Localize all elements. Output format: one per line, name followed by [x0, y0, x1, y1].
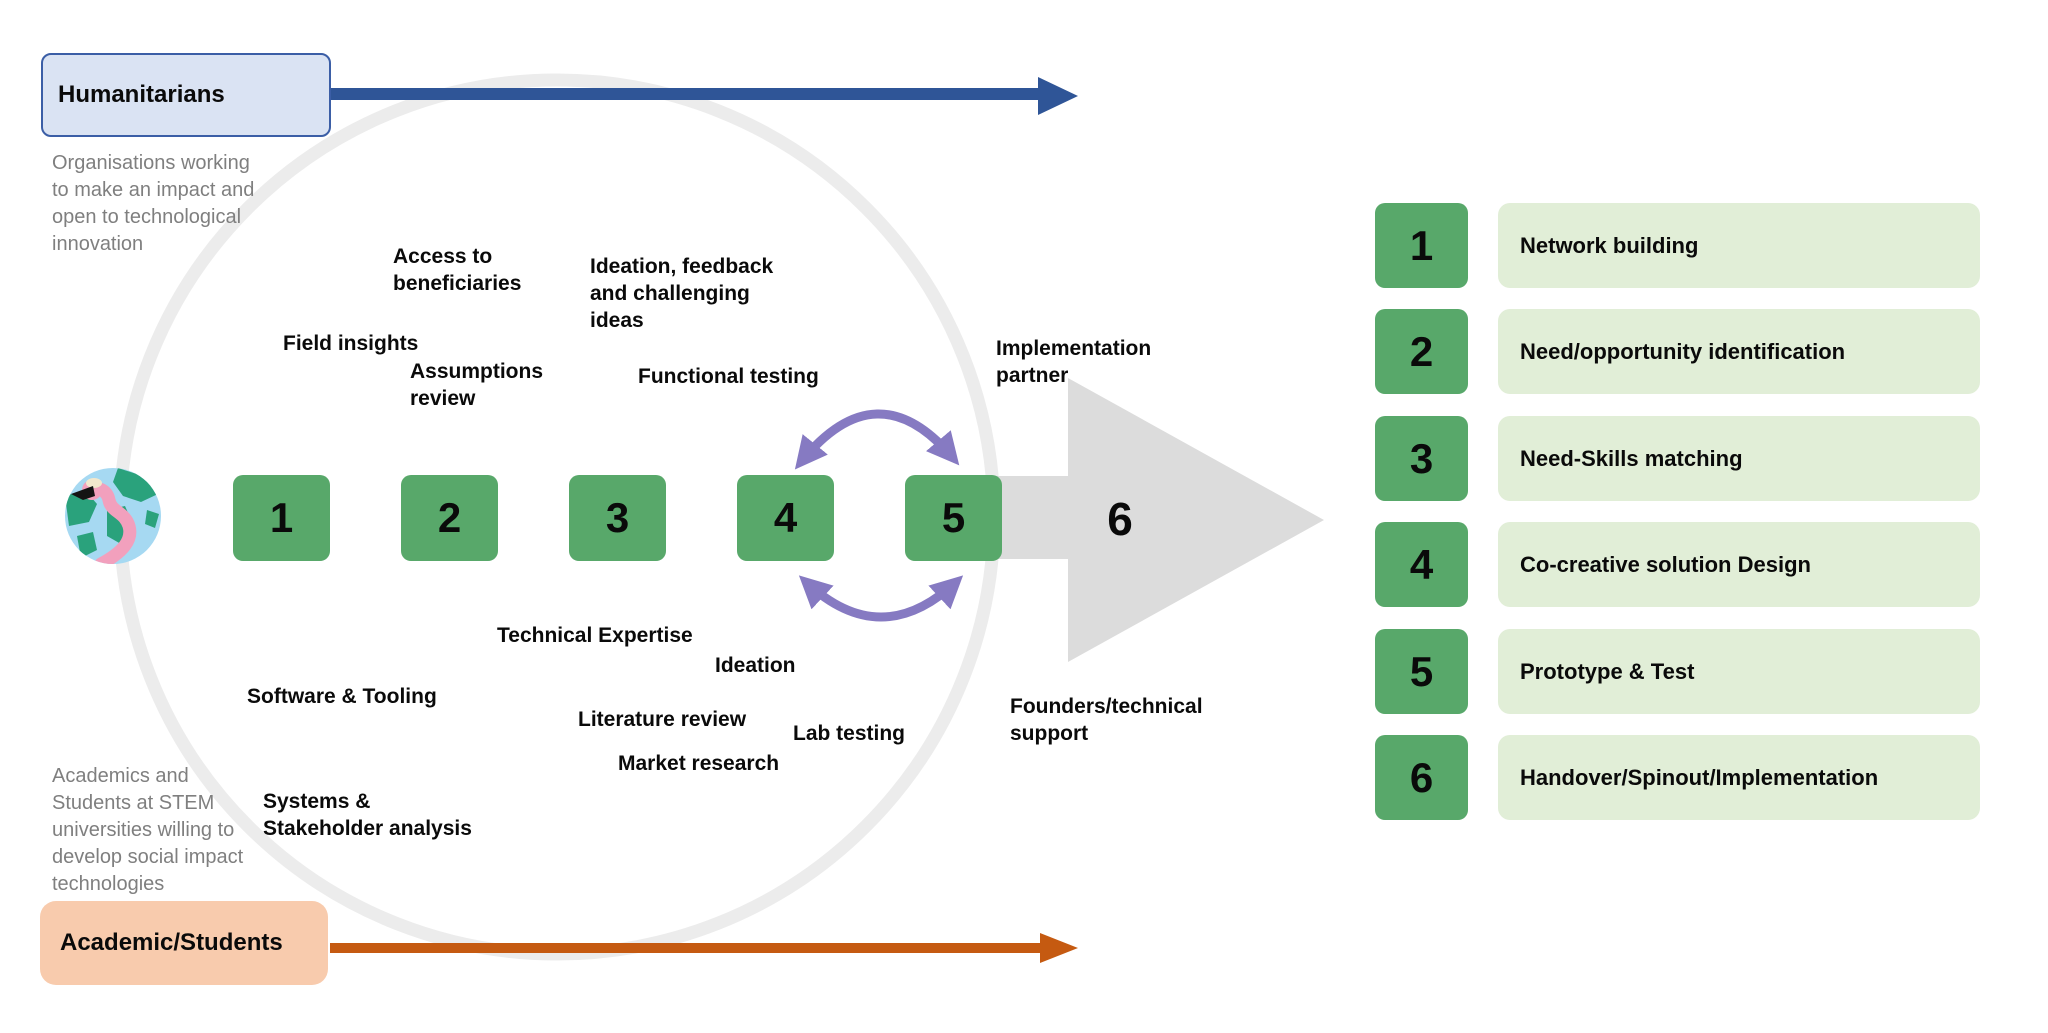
academics-box: Academic/Students	[40, 901, 328, 985]
step-5-box: 5	[905, 475, 1002, 561]
step-4-box: 4	[737, 475, 834, 561]
academics-label: Academic/Students	[60, 929, 283, 956]
annotation-founders-support: Founders/technical support	[1010, 695, 1203, 745]
annotation-systems-stakeholder: Systems & Stakeholder analysis	[263, 790, 472, 840]
humanitarians-box: Humanitarians	[41, 53, 331, 137]
humanitarians-label: Humanitarians	[58, 81, 225, 108]
humanitarians-arrow	[331, 77, 1078, 115]
legend-number-box: 6	[1375, 735, 1468, 820]
step-3-box: 3	[569, 475, 666, 561]
legend-number-box: 2	[1375, 309, 1468, 394]
humanitarians-description: Organisations working to make an impact …	[52, 152, 255, 255]
step-1-box: 1	[233, 475, 330, 561]
annotation-lab-testing: Lab testing	[793, 722, 906, 745]
legend-number-box: 3	[1375, 416, 1468, 501]
annotation-market-research: Market research	[618, 752, 780, 775]
annotation-ideation-feedback: Ideation, feedback and challenging ideas	[590, 255, 774, 332]
iterate-arrow-bottom	[798, 575, 964, 622]
legend-label-box: Prototype & Test	[1498, 629, 1980, 714]
annotation-ideation: Ideation	[715, 654, 796, 677]
legend-label-box: Need-Skills matching	[1498, 416, 1980, 501]
annotation-access-to-beneficiaries: Access to beneficiaries	[393, 245, 522, 295]
annotation-technical-expertise: Technical Expertise	[497, 624, 693, 647]
annotation-functional-testing: Functional testing	[638, 365, 819, 388]
stage6-arrow	[958, 378, 1324, 662]
annotation-field-insights: Field insights	[283, 332, 419, 355]
legend-number-box: 1	[1375, 203, 1468, 288]
step-2-box: 2	[401, 475, 498, 561]
annotation-implementation-partner: Implementation partner	[996, 337, 1152, 387]
legend-label-box: Handover/Spinout/Implementation	[1498, 735, 1980, 820]
flamingo-globe-logo	[65, 468, 161, 564]
academics-description: Academics and Students at STEM universit…	[52, 765, 244, 895]
iterate-arrow-top	[794, 409, 960, 470]
step-6-label: 6	[1107, 493, 1133, 545]
legend-label-box: Co-creative solution Design	[1498, 522, 1980, 607]
annotation-software-tooling: Software & Tooling	[247, 685, 437, 708]
legend-label-box: Need/opportunity identification	[1498, 309, 1980, 394]
legend-number-box: 5	[1375, 629, 1468, 714]
annotation-literature-review: Literature review	[578, 708, 747, 731]
annotation-assumptions-review: Assumptions review	[410, 360, 544, 410]
legend-label-box: Network building	[1498, 203, 1980, 288]
legend-number-box: 4	[1375, 522, 1468, 607]
academics-arrow	[330, 933, 1078, 963]
